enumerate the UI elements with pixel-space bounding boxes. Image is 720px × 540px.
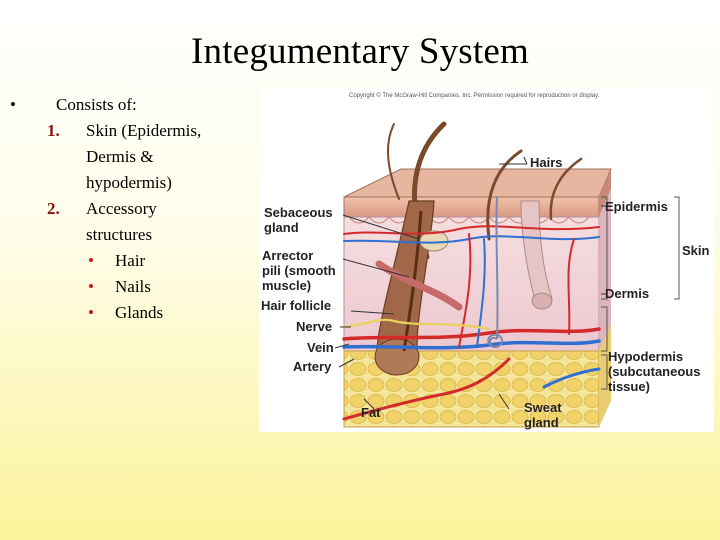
epidermis-layer bbox=[343, 196, 600, 218]
label-fat: Fat bbox=[361, 405, 381, 420]
arrector-pili-muscle bbox=[375, 260, 463, 311]
label-sebaceous-1: Sebaceous bbox=[264, 205, 333, 220]
label-skin: Skin bbox=[682, 243, 710, 258]
skin-diagram: Copyright © The McGraw-Hill Companies, I… bbox=[259, 89, 714, 432]
label-arrector-2: pili (smooth bbox=[262, 263, 336, 278]
leader-lines bbox=[334, 156, 607, 410]
list-item-1-line-3: hypodermis) bbox=[86, 173, 172, 192]
list-item-2-line-1: Accessory bbox=[86, 199, 157, 218]
list-number-1: 1. bbox=[47, 121, 60, 140]
bullet-marker: • bbox=[10, 95, 16, 114]
copyright-text: Copyright © The McGraw-Hill Companies, I… bbox=[349, 92, 600, 99]
sub-bullet-marker: • bbox=[88, 277, 94, 296]
figure-labels: Hairs Sebaceous gland Arrector pili (smo… bbox=[261, 155, 710, 430]
sub-bullet-nails: Nails bbox=[115, 277, 151, 296]
label-arrector-3: muscle) bbox=[262, 278, 311, 293]
list-item-2-line-2: structures bbox=[86, 225, 153, 244]
label-sweat-1: Sweat bbox=[524, 400, 562, 415]
sub-bullet-marker: • bbox=[88, 251, 94, 270]
label-nerve: Nerve bbox=[296, 319, 332, 334]
label-dermis: Dermis bbox=[605, 286, 649, 301]
sweat-gland bbox=[487, 196, 503, 349]
label-sweat-2: gland bbox=[524, 415, 559, 430]
intro-text: Consists of: bbox=[56, 95, 137, 114]
label-sebaceous-2: gland bbox=[264, 220, 299, 235]
sub-bullet-glands: Glands bbox=[115, 303, 164, 322]
sub-bullet-marker: • bbox=[88, 303, 94, 322]
slide-title: Integumentary System bbox=[191, 31, 529, 72]
list-item-1-line-1: Skin (Epidermis, bbox=[86, 121, 202, 140]
list-item-1-line-2: Dermis & bbox=[86, 147, 154, 166]
list-number-2: 2. bbox=[47, 199, 60, 218]
nerve bbox=[343, 318, 490, 331]
label-hair-follicle: Hair follicle bbox=[261, 298, 331, 313]
sub-bullet-hair: Hair bbox=[115, 251, 146, 270]
label-vein: Vein bbox=[307, 340, 334, 355]
label-hypodermis-1: Hypodermis bbox=[608, 349, 683, 364]
layer-brackets bbox=[601, 196, 680, 390]
label-hypodermis-2: (subcutaneous bbox=[608, 364, 700, 379]
label-hypodermis-3: tissue) bbox=[608, 379, 650, 394]
label-epidermis: Epidermis bbox=[605, 199, 668, 214]
skin-block bbox=[343, 168, 612, 428]
label-hairs: Hairs bbox=[530, 155, 563, 170]
label-arrector-1: Arrector bbox=[262, 248, 313, 263]
label-artery: Artery bbox=[293, 359, 332, 374]
